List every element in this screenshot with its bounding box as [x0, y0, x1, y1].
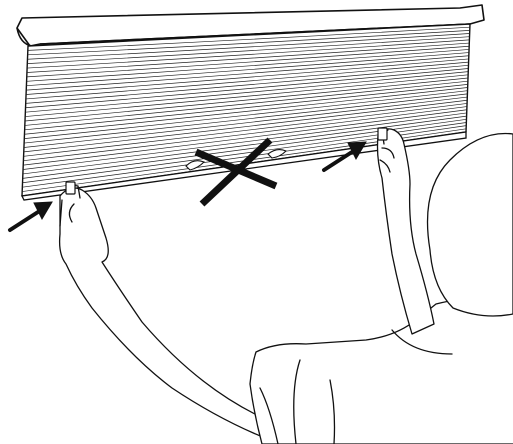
- right-arm: [378, 129, 435, 334]
- person-torso: [250, 298, 513, 444]
- shade-clip-right: [378, 128, 387, 140]
- shade-clip-left: [66, 182, 75, 194]
- arrow-icon: [10, 202, 52, 230]
- person-head: [428, 134, 513, 316]
